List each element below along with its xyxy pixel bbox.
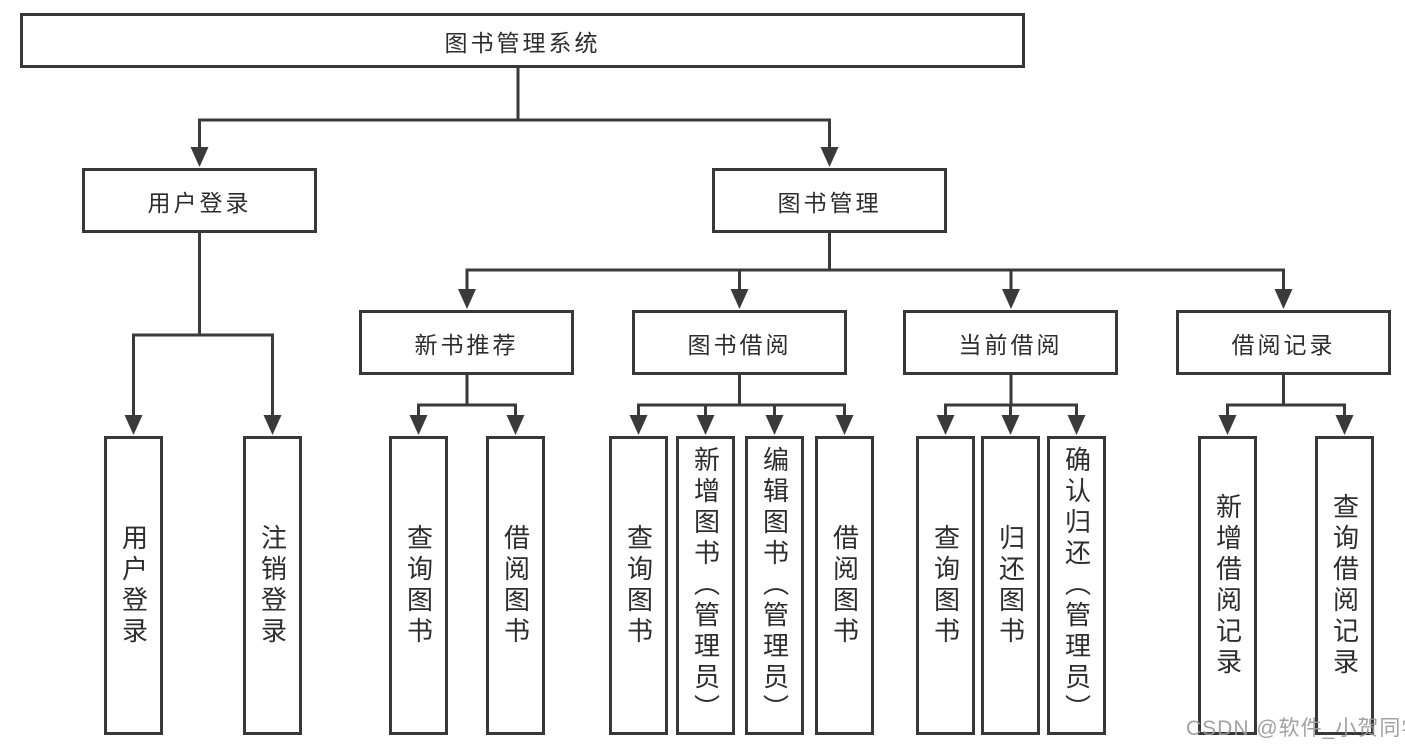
- leaf-logout: 注销登录: [243, 436, 302, 735]
- leaf-query-books-current: 查询图书: [916, 436, 975, 735]
- leaf-edit-book-admin: 编辑图书（管理员）: [745, 436, 804, 735]
- leaf-query-books-borrowing: 查询图书: [609, 436, 668, 735]
- leaf-add-borrow-record: 新增借阅记录: [1198, 436, 1257, 735]
- csdn-watermark: CSDN @软件_小贺同学: [1186, 717, 1405, 740]
- leaf-return-book: 归还图书: [981, 436, 1040, 735]
- leaf-query-books: 查询图书: [389, 436, 448, 735]
- arrowheads: [124, 147, 1354, 435]
- node-book-borrowing: 图书借阅: [632, 310, 847, 375]
- leaf-add-book-admin: 新增图书（管理员）: [676, 436, 735, 735]
- leaf-query-borrow-record: 查询借阅记录: [1315, 436, 1374, 735]
- leaf-borrow-book: 借阅图书: [815, 436, 874, 735]
- leaf-user-login: 用户登录: [104, 436, 163, 735]
- node-borrowing-records: 借阅记录: [1176, 310, 1391, 375]
- leaf-confirm-return-admin: 确认归还（管理员）: [1047, 436, 1106, 735]
- node-current-borrowing: 当前借阅: [903, 310, 1118, 375]
- node-book-management: 图书管理: [712, 168, 947, 233]
- node-new-book-recommend: 新书推荐: [359, 310, 574, 375]
- node-user-login: 用户登录: [82, 168, 317, 233]
- node-library-management-system: 图书管理系统: [20, 13, 1025, 68]
- leaf-borrow-books: 借阅图书: [486, 436, 545, 735]
